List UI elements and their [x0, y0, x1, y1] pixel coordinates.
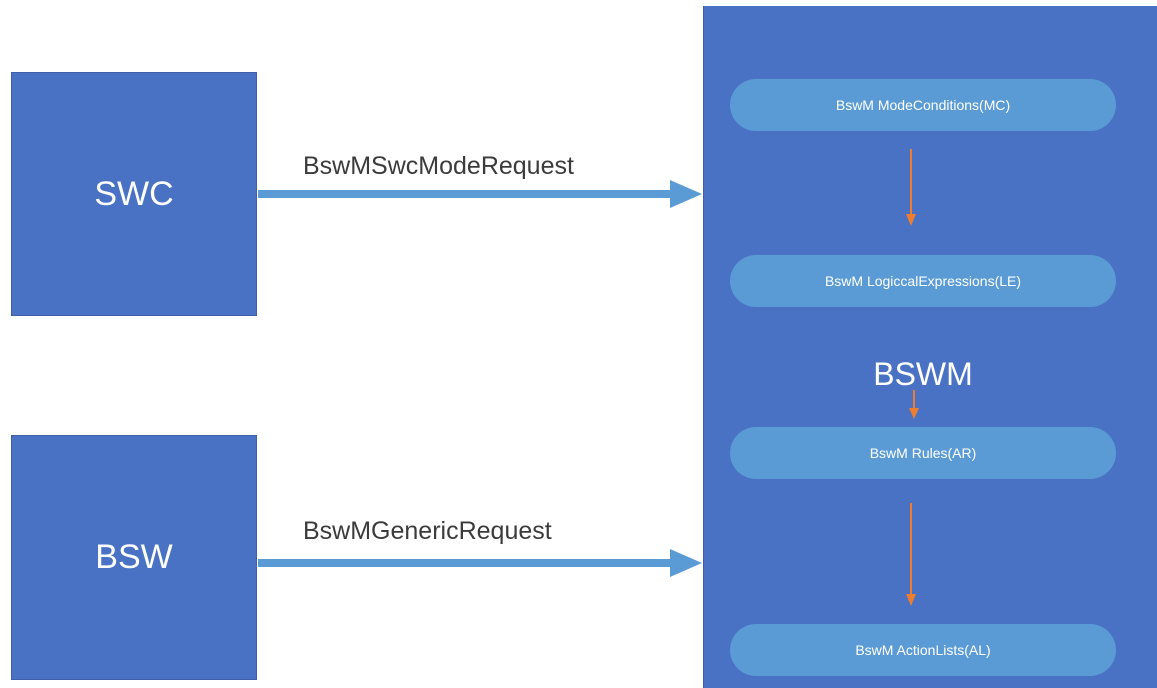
logical-expressions-stage: BswM LogiccalExpressions(LE): [730, 255, 1116, 307]
action-lists-label: BswM ActionLists(AL): [855, 642, 991, 658]
swc-mode-request-label: BswMSwcModeRequest: [303, 152, 574, 180]
generic-request-label: BswMGenericRequest: [303, 517, 552, 545]
logical-expressions-label: BswM LogiccalExpressions(LE): [824, 273, 1022, 289]
swc-box: SWC: [11, 72, 257, 316]
swc-label: SWC: [94, 174, 174, 213]
bswm-title: BSWM: [873, 356, 973, 392]
bsw-box: BSW: [11, 435, 257, 680]
mode-conditions-stage: BswM ModeConditions(MC): [730, 79, 1116, 131]
generic-request-arrow: [258, 549, 702, 577]
action-lists-stage: BswM ActionLists(AL): [730, 624, 1116, 676]
rules-stage: BswM Rules(AR): [730, 427, 1116, 479]
bsw-label: BSW: [95, 538, 173, 576]
rules-label: BswM Rules(AR): [869, 445, 977, 461]
mode-conditions-label: BswM ModeConditions(MC): [835, 97, 1011, 113]
swc-mode-request-arrow: [258, 180, 702, 208]
